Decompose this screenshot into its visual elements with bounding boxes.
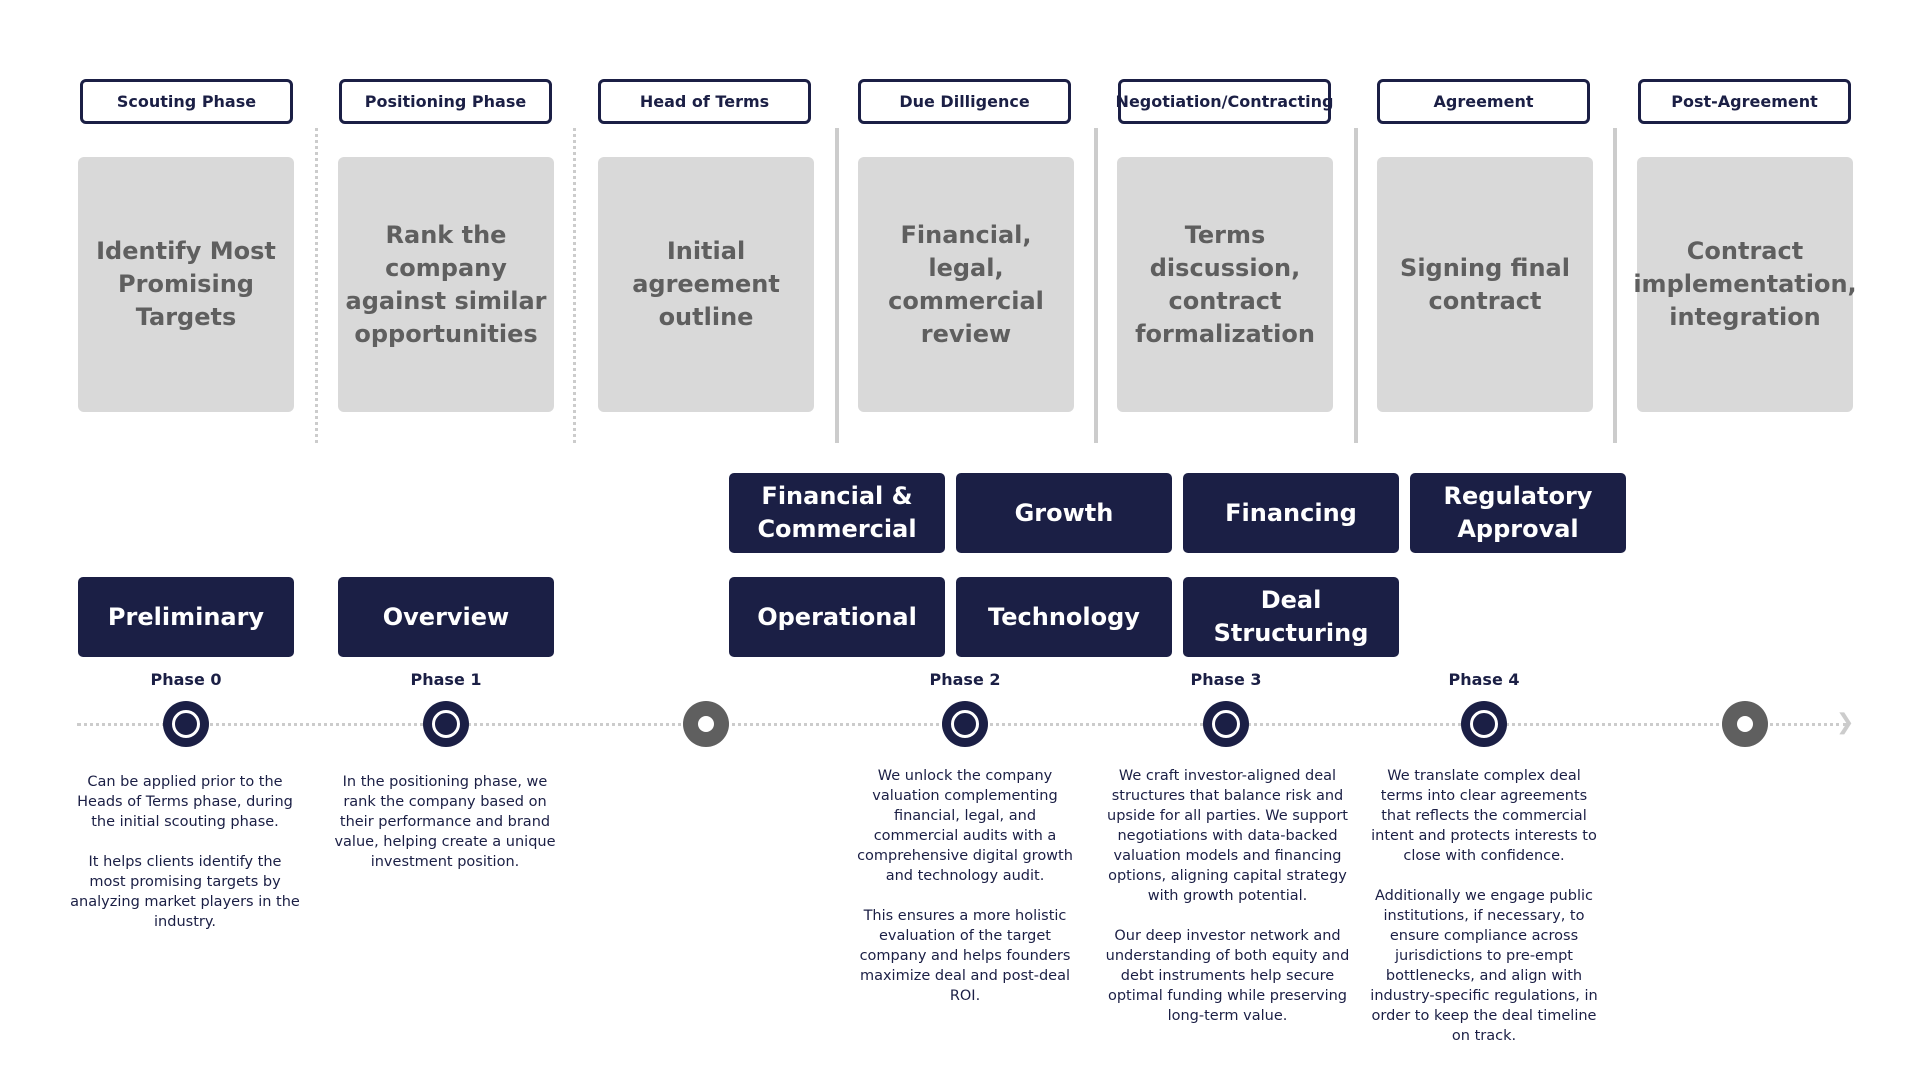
tab-head-of-terms: Head of Terms: [598, 79, 811, 124]
card-due-diligence: Financial, legal, commercial review: [858, 157, 1074, 412]
card-head-of-terms: Initial agreement outline: [598, 157, 814, 412]
tab-agreement: Agreement: [1377, 79, 1590, 124]
card-negotiation: Terms discussion, contract formalization: [1117, 157, 1333, 412]
tab-scouting-phase: Scouting Phase: [80, 79, 293, 124]
column-separator: [835, 128, 839, 443]
description-paragraph: Additionally we engage public institutio…: [1370, 888, 1598, 1044]
column-separator: [1354, 128, 1358, 443]
timeline-arrow-icon: ❯: [1836, 710, 1855, 735]
phase-2-label: Phase 2: [929, 670, 1001, 689]
timeline-node-post-agreement: [1722, 701, 1768, 747]
block-financing: Financing: [1183, 473, 1399, 553]
phase-4-description: We translate complex deal terms into cle…: [1369, 766, 1599, 1066]
description-paragraph: It helps clients identify the most promi…: [70, 854, 300, 930]
description-paragraph: In the positioning phase, we rank the co…: [334, 774, 556, 870]
block-growth: Growth: [956, 473, 1172, 553]
description-paragraph: We translate complex deal terms into cle…: [1371, 768, 1597, 864]
timeline-node-phase-2: [942, 701, 988, 747]
block-financial-commercial: Financial & Commercial: [729, 473, 945, 553]
phase-1-label: Phase 1: [410, 670, 482, 689]
phase-0-label: Phase 0: [150, 670, 222, 689]
column-separator: [315, 128, 318, 443]
card-post-agreement: Contract implementation, integration: [1633, 157, 1857, 412]
column-separator: [1094, 128, 1098, 443]
block-deal-structuring: Deal Structuring: [1183, 577, 1399, 657]
timeline-node-phase-1: [423, 701, 469, 747]
timeline-node-phase-4: [1461, 701, 1507, 747]
timeline-node-head-of-terms: [683, 701, 729, 747]
card-scouting: Identify Most Promising Targets: [78, 157, 294, 412]
timeline-node-phase-3: [1203, 701, 1249, 747]
block-regulatory-approval: Regulatory Approval: [1410, 473, 1626, 553]
block-preliminary: Preliminary: [78, 577, 294, 657]
phase-3-description: We craft investor-aligned deal structure…: [1105, 766, 1350, 1046]
column-separator: [1613, 128, 1617, 443]
phase-1-description: In the positioning phase, we rank the co…: [330, 772, 560, 892]
description-paragraph: Can be applied prior to the Heads of Ter…: [77, 774, 293, 830]
description-paragraph: We craft investor-aligned deal structure…: [1107, 768, 1348, 904]
phase-4-label: Phase 4: [1448, 670, 1520, 689]
phase-2-description: We unlock the company valuation compleme…: [850, 766, 1080, 1026]
column-separator: [573, 128, 576, 443]
timeline-node-phase-0: [163, 701, 209, 747]
card-positioning: Rank the company against similar opportu…: [338, 157, 554, 412]
description-paragraph: This ensures a more holistic evaluation …: [859, 908, 1071, 1004]
card-agreement: Signing final contract: [1377, 157, 1593, 412]
tab-due-diligence: Due Dilligence: [858, 79, 1071, 124]
block-overview: Overview: [338, 577, 554, 657]
block-technology: Technology: [956, 577, 1172, 657]
tab-post-agreement: Post-Agreement: [1638, 79, 1851, 124]
tab-negotiation-contracting: Negotiation/Contracting: [1116, 79, 1333, 124]
description-paragraph: We unlock the company valuation compleme…: [857, 768, 1073, 884]
description-paragraph: Our deep investor network and understand…: [1105, 928, 1350, 1024]
phase-0-description: Can be applied prior to the Heads of Ter…: [70, 772, 300, 952]
phase-3-label: Phase 3: [1190, 670, 1262, 689]
block-operational: Operational: [729, 577, 945, 657]
tab-positioning-phase: Positioning Phase: [339, 79, 552, 124]
